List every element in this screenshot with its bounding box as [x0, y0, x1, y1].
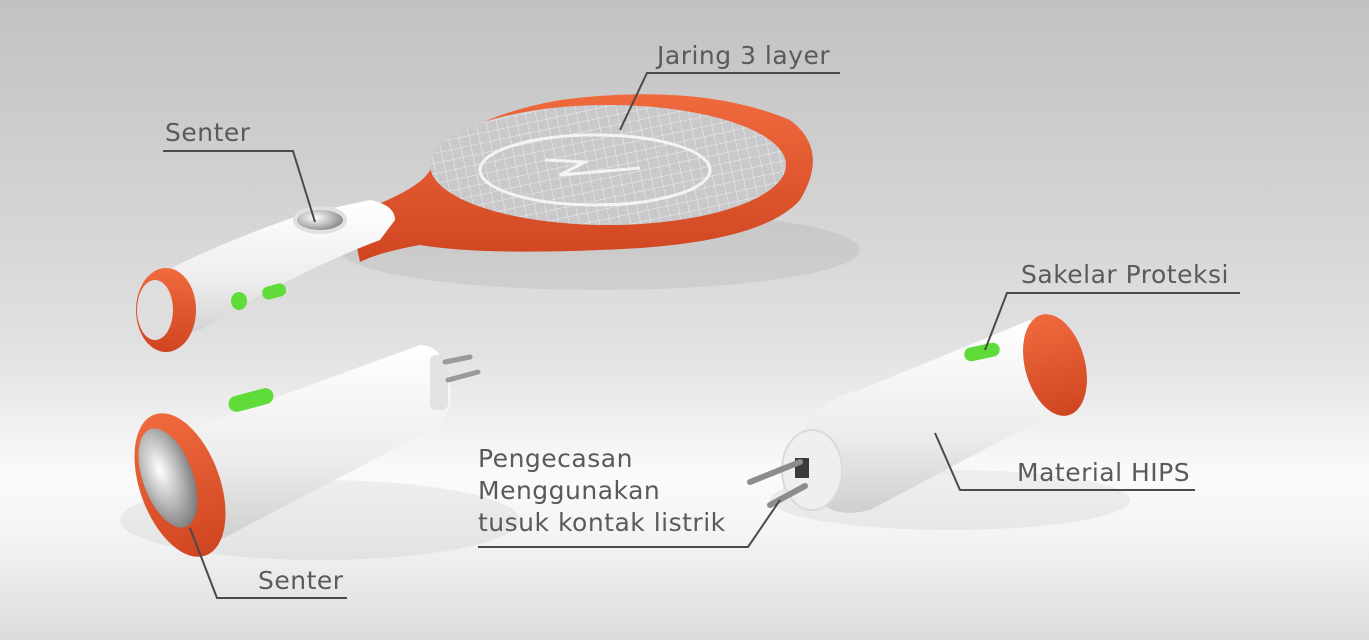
label-protection-switch: Sakelar Proteksi [1021, 260, 1229, 289]
flashlight-left-switch [228, 388, 274, 412]
label-charging: Pengecasan Menggunakan tusuk kontak list… [478, 443, 726, 539]
flashlight-left [120, 345, 520, 560]
label-charging-line3: tusuk kontak listrik [478, 508, 726, 537]
racket-switch [262, 283, 287, 300]
racket [136, 94, 860, 352]
racket-net [430, 105, 786, 225]
flashlight-right-switch [964, 342, 1000, 362]
label-net: Jaring 3 layer [657, 41, 831, 70]
label-charging-line2: Menggunakan [478, 476, 661, 505]
racket-power-button [231, 292, 247, 310]
flashlight-right [747, 314, 1130, 530]
label-material: Material HIPS [1017, 458, 1191, 487]
racket-light-lens [293, 206, 347, 234]
label-flashlight: Senter [258, 566, 344, 595]
label-charging-line1: Pengecasan [478, 444, 633, 473]
leader-lines [163, 72, 1240, 599]
flashlight-left-reflector [138, 428, 198, 528]
label-racket-light: Senter [165, 118, 251, 147]
